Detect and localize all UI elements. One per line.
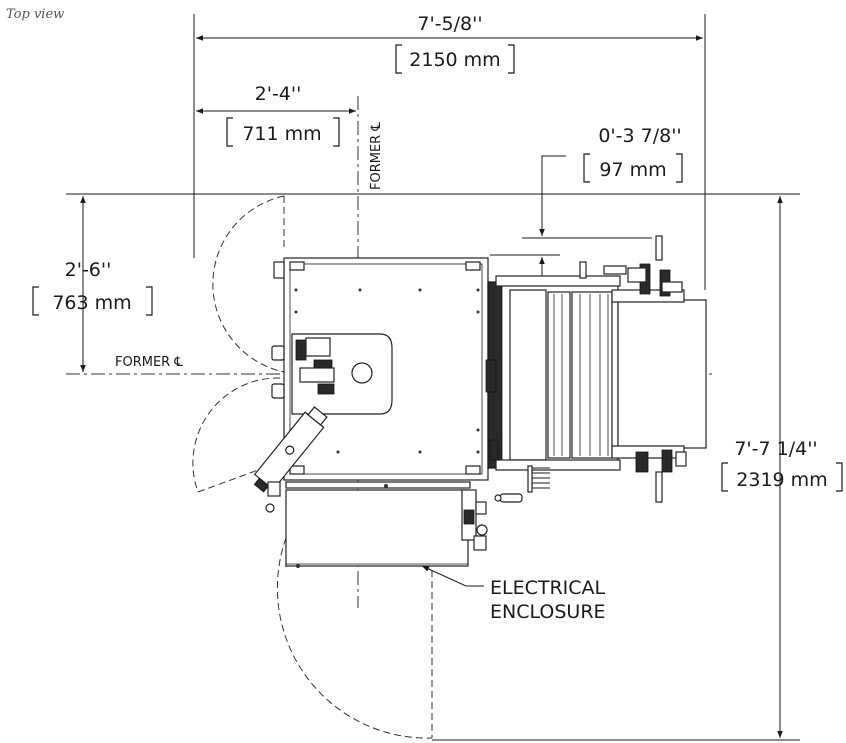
dimension-door-depth-metric: 763 mm xyxy=(52,292,131,314)
dimension-door-depth-imperial: 2'-6'' xyxy=(65,259,112,281)
dimension-small-offset: 0'-3 7/8'' 97 mm xyxy=(490,125,683,276)
controller-pivot-knob xyxy=(265,503,275,513)
controller-pivot xyxy=(267,481,281,497)
enclosure-label-line1: ELECTRICAL xyxy=(490,577,606,599)
film-roller-assembly xyxy=(485,235,707,503)
dimension-door-depth: 2'-6'' 763 mm xyxy=(32,193,282,372)
dimension-small-offset-metric: 97 mm xyxy=(599,159,666,181)
dimension-overall-width-metric: 2150 mm xyxy=(409,49,500,71)
dimension-small-offset-imperial: 0'-3 7/8'' xyxy=(598,125,681,147)
dimension-overall-depth: 7'-7 1/4'' 2319 mm xyxy=(282,193,843,741)
dimension-overall-depth-imperial: 7'-7 1/4'' xyxy=(734,438,817,460)
enclosure-label-line2: ENCLOSURE xyxy=(490,601,606,623)
dimension-former-offset-metric: 711 mm xyxy=(242,123,321,145)
dimension-overall-width-imperial: 7'-5/8'' xyxy=(417,13,482,35)
view-caption: Top view xyxy=(6,7,64,22)
former-centerline-label-horizontal: FORMER ℄ xyxy=(115,355,183,370)
former-centerline-label-vertical: FORMER ℄ xyxy=(369,122,384,190)
dimension-overall-depth-metric: 2319 mm xyxy=(736,469,827,491)
electrical-enclosure-callout: ELECTRICAL ENCLOSURE xyxy=(421,565,606,623)
dimension-former-offset-imperial: 2'-4'' xyxy=(255,83,302,105)
machine-main-frame xyxy=(271,257,489,481)
electrical-enclosure xyxy=(285,481,488,568)
dimension-former-offset: 2'-4'' 711 mm xyxy=(196,83,356,147)
dimension-overall-width: 7'-5/8'' 2150 mm xyxy=(193,13,706,290)
swing-out-controller xyxy=(253,406,328,493)
